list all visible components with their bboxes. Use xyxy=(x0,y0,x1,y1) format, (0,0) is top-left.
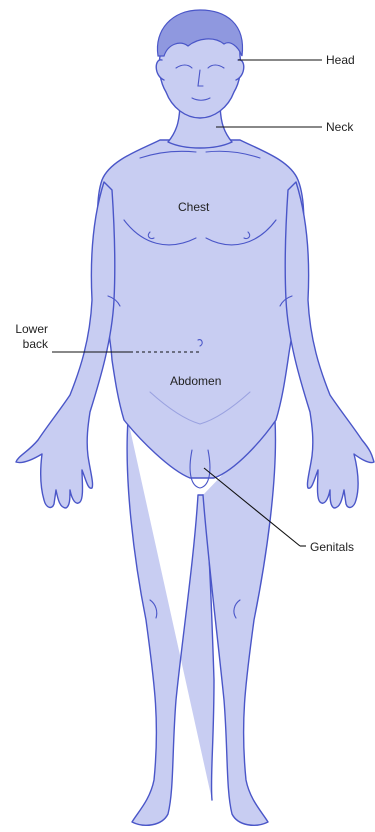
label-neck: Neck xyxy=(326,120,353,134)
label-genitals: Genitals xyxy=(310,540,354,554)
label-chest: Chest xyxy=(178,200,209,214)
label-lower-back-line2: back xyxy=(10,337,48,352)
label-head: Head xyxy=(326,53,355,67)
label-lower-back: Lower back xyxy=(10,322,48,352)
label-abdomen: Abdomen xyxy=(170,374,221,388)
right-leg xyxy=(203,420,275,825)
left-leg xyxy=(127,420,214,825)
right-arm xyxy=(285,182,374,508)
label-lower-back-line1: Lower xyxy=(10,322,48,337)
